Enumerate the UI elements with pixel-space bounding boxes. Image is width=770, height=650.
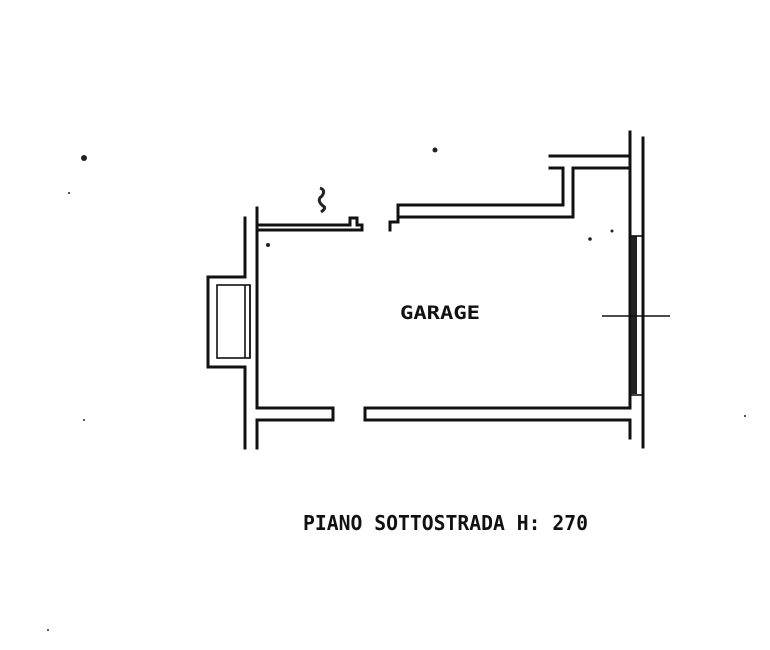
- left-window: [216, 284, 251, 359]
- room-label: GARAGE: [400, 302, 480, 324]
- plan-caption: PIANO SOTTOSTRADA H: 270: [303, 511, 588, 535]
- right-window: [630, 235, 643, 396]
- bottom-wall: [255, 406, 632, 422]
- top-wall-right: [388, 154, 632, 232]
- scan-specks: [47, 147, 746, 631]
- left-wall: [206, 206, 259, 450]
- top-wall-left: [255, 216, 364, 232]
